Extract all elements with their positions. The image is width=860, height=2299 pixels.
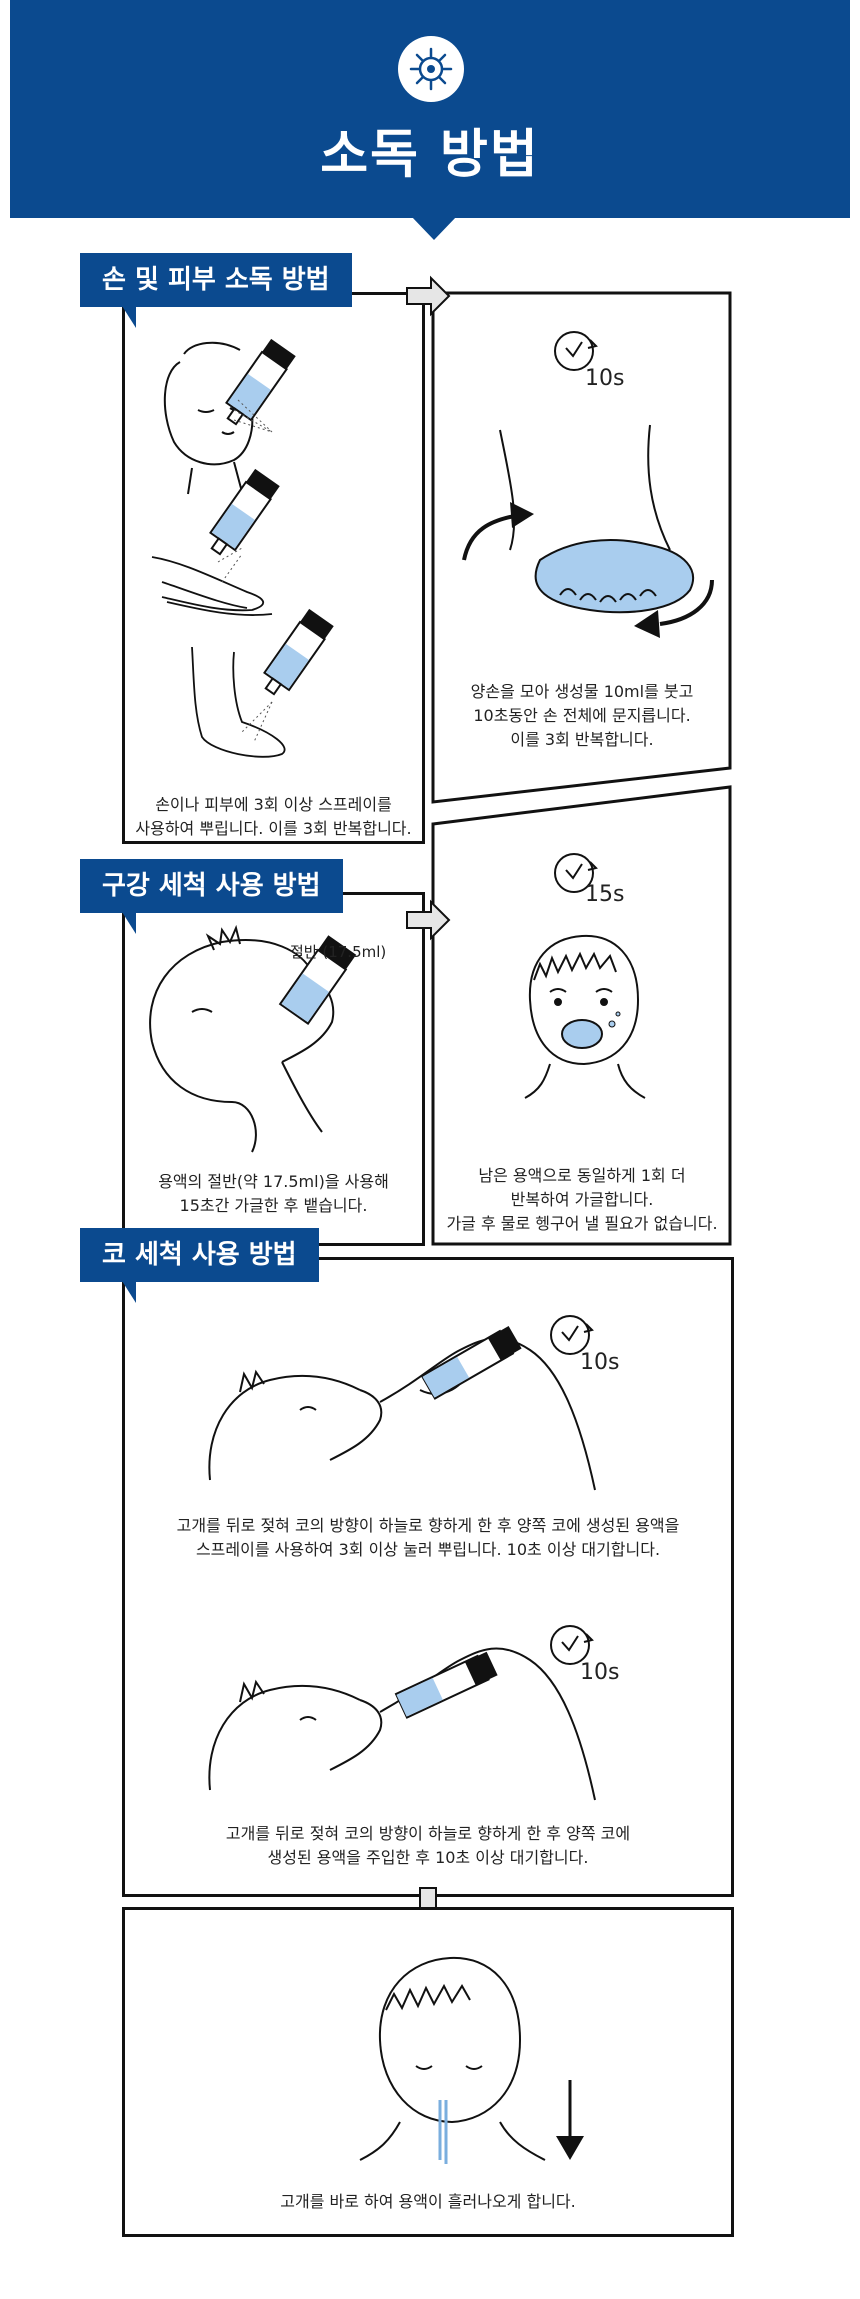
page-title: 소독 방법 bbox=[320, 125, 540, 185]
section-tag-skin: 손 및 피부 소독 방법 bbox=[80, 253, 352, 307]
skin-right-caption-line3: 이를 3회 반복합니다. bbox=[510, 730, 654, 749]
skin-spray-illustration bbox=[151, 338, 334, 758]
section-tag-nose: 코 세척 사용 방법 bbox=[80, 1228, 319, 1282]
nasal-dropper-illustration bbox=[208, 1647, 596, 1801]
section-tag-mouth: 구강 세척 사용 방법 bbox=[80, 859, 343, 913]
mouth-right-caption-line1: 남은 용액으로 동일하게 1회 더 bbox=[478, 1166, 686, 1185]
mouth-right-panel bbox=[431, 785, 732, 1246]
skin-left-caption-line2: 사용하여 뿌립니다. 이를 3회 반복합니다. bbox=[135, 819, 412, 838]
mouth-timer-label: 15s bbox=[585, 882, 625, 907]
nose-step1-caption-line2: 스프레이를 사용하여 3회 이상 눌러 뿌립니다. 10초 이상 대기합니다. bbox=[195, 1540, 661, 1559]
skin-timer-label: 10s bbox=[585, 366, 625, 391]
header-pointer bbox=[411, 216, 457, 240]
nose-step2-caption-line2: 생성된 용액을 주입한 후 10초 이상 대기합니다. bbox=[267, 1848, 589, 1867]
nose-panel bbox=[122, 1257, 734, 1897]
flow-arrow-right bbox=[406, 899, 451, 941]
nose-step3-caption: 고개를 바로 하여 용액이 흘러나오게 합니다. bbox=[280, 2192, 576, 2211]
mouth-left-panel bbox=[122, 892, 425, 1246]
bottle-half-label: 절반 (17.5ml) bbox=[290, 943, 387, 961]
skin-left-caption-line1: 손이나 피부에 3회 이상 스프레이를 bbox=[155, 795, 392, 814]
skin-right-caption-line1: 양손을 모아 생성물 10ml를 붓고 bbox=[470, 682, 694, 701]
nose-step1-timer-label: 10s bbox=[580, 1350, 620, 1375]
nose-step2-caption-line1: 고개를 뒤로 젖혀 코의 방향이 하늘로 향하게 한 후 양쪽 코에 bbox=[225, 1824, 631, 1843]
timer-icon bbox=[550, 1315, 594, 1355]
mouth-left-caption-line2: 15초간 가글한 후 뱉습니다. bbox=[179, 1196, 368, 1215]
flow-arrow-right bbox=[406, 275, 451, 317]
nose-step2-timer-label: 10s bbox=[580, 1660, 620, 1685]
rubbing-hands-illustration bbox=[462, 424, 714, 638]
mouth-left-caption-line1: 용액의 절반(약 17.5ml)을 사용해 bbox=[158, 1172, 389, 1191]
virus-emblem-icon bbox=[398, 36, 464, 102]
section-tag-tail bbox=[122, 306, 136, 328]
skin-right-caption-line2: 10초동안 손 전체에 문지릅니다. bbox=[473, 706, 691, 725]
timer-icon bbox=[550, 1625, 594, 1665]
nasal-spray-illustration bbox=[208, 1326, 596, 1491]
mouth-right-caption-line3: 가글 후 물로 헹구어 낼 필요가 없습니다. bbox=[446, 1214, 718, 1233]
section-tag-tail bbox=[122, 912, 136, 934]
nose-step1-caption-line1: 고개를 뒤로 젖혀 코의 방향이 하늘로 향하게 한 후 양쪽 코에 생성된 용… bbox=[176, 1516, 680, 1535]
timer-icon bbox=[554, 853, 598, 893]
head-upright-illustration bbox=[359, 1956, 584, 2164]
gargle-illustration bbox=[149, 924, 357, 1153]
gargling-face-illustration bbox=[524, 934, 646, 1099]
section-tag-tail bbox=[122, 1281, 136, 1303]
mouth-right-caption-line2: 반복하여 가글합니다. bbox=[510, 1190, 654, 1209]
timer-icon bbox=[554, 331, 598, 371]
